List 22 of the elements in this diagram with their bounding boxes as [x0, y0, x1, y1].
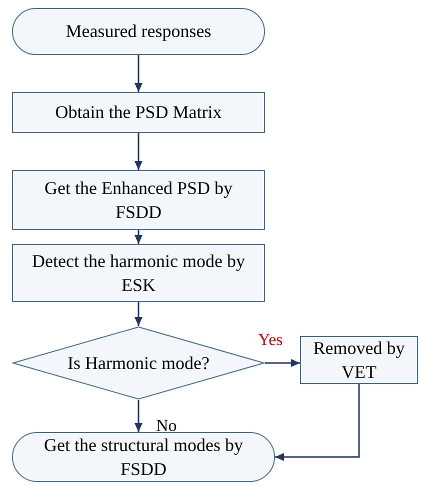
edge-label: Yes	[258, 331, 283, 348]
node-text: Get the Enhanced PSD by FSDD	[44, 176, 234, 224]
node-text: Measured responses	[66, 20, 212, 44]
process-box	[12, 244, 265, 302]
node-text: Obtain the PSD Matrix	[55, 101, 222, 124]
terminal-box	[12, 432, 275, 482]
arrow	[134, 302, 142, 326]
node-text: Is Harmonic mode?	[68, 352, 210, 375]
node-text: Removed by VET	[312, 336, 406, 384]
arrow	[134, 230, 142, 244]
process-box	[12, 170, 265, 230]
arrow	[275, 384, 360, 461]
arrow	[134, 400, 142, 432]
edge-label: No	[156, 417, 177, 434]
process-box	[12, 92, 265, 133]
arrow	[134, 55, 142, 92]
arrow	[134, 133, 142, 170]
arrow	[265, 359, 300, 367]
terminal-box	[12, 8, 265, 55]
node-text: Detect the harmonic mode by ESK	[31, 250, 246, 297]
node-text: Get the structural modes by FSDD	[43, 434, 244, 481]
process-box	[300, 336, 418, 384]
